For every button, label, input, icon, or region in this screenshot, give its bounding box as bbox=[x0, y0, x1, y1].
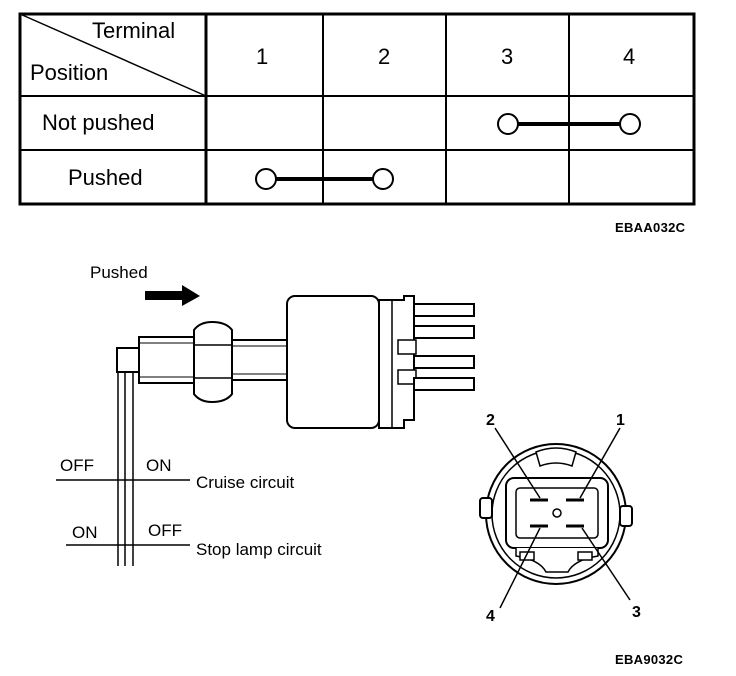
terminal-3-header: 3 bbox=[501, 44, 514, 69]
connector-face bbox=[479, 443, 633, 585]
stop-lamp-off-state: OFF bbox=[148, 521, 182, 540]
stop-lamp-circuit-label: Stop lamp circuit bbox=[196, 540, 322, 559]
cruise-circuit-label: Cruise circuit bbox=[196, 473, 295, 492]
terminal-2-header: 2 bbox=[378, 44, 391, 69]
brake-switch bbox=[116, 295, 475, 429]
pin-leaders bbox=[494, 427, 631, 609]
terminal-blade bbox=[413, 303, 475, 317]
continuity-link-not-pushed bbox=[497, 113, 641, 135]
reference-lines bbox=[56, 372, 190, 566]
connector-pin-2-label: 2 bbox=[486, 412, 495, 429]
row-label-pushed: Pushed bbox=[68, 165, 143, 190]
cruise-off-state: OFF bbox=[60, 456, 94, 475]
switch-housing bbox=[286, 295, 380, 429]
header-diagonal bbox=[19, 13, 207, 97]
pushed-label: Pushed bbox=[90, 263, 148, 282]
connector-body bbox=[378, 295, 415, 429]
connector-tab bbox=[619, 505, 633, 527]
header-position: Position bbox=[30, 60, 109, 85]
row-label-not-pushed: Not pushed bbox=[42, 110, 155, 135]
terminal-blade bbox=[413, 377, 475, 391]
terminal-blade bbox=[413, 355, 475, 369]
header-terminal: Terminal bbox=[92, 18, 176, 43]
connector-pin-4-label: 4 bbox=[486, 608, 495, 625]
lock-nut bbox=[193, 320, 233, 404]
terminal-4-header: 4 bbox=[623, 44, 636, 69]
pushed-arrow-icon bbox=[145, 285, 200, 306]
threaded-shaft bbox=[138, 336, 195, 384]
terminal-blade bbox=[413, 325, 475, 339]
continuity-link-pushed bbox=[255, 168, 394, 190]
terminal-1-header: 1 bbox=[256, 44, 269, 69]
figure-code-table: EBAA032C bbox=[615, 220, 686, 235]
figure-code-connector: EBA9032C bbox=[615, 652, 684, 667]
cruise-on-state: ON bbox=[146, 456, 172, 475]
continuity-table bbox=[18, 12, 696, 206]
stop-lamp-on-state: ON bbox=[72, 523, 98, 542]
connector-pin-3-label: 3 bbox=[632, 604, 641, 621]
connector-tab bbox=[479, 497, 493, 519]
connector-pin-1-label: 1 bbox=[616, 412, 625, 429]
threaded-shaft-rear bbox=[231, 339, 288, 381]
table-border bbox=[18, 12, 696, 206]
plunger-tip bbox=[116, 347, 142, 373]
